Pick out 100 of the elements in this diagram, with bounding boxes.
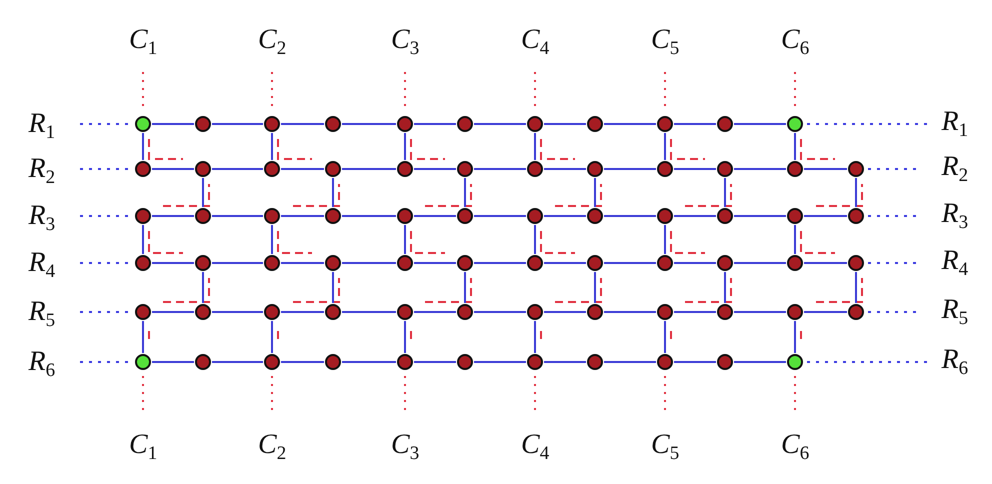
lattice-dot xyxy=(457,116,473,132)
connector-line xyxy=(674,168,716,170)
row-label: R$_{5}$ xyxy=(28,298,56,326)
connector-line xyxy=(734,262,786,264)
connector-line xyxy=(604,361,656,363)
connector-line xyxy=(342,215,396,217)
row-label: R$_{4}$ xyxy=(28,249,56,277)
connector-line xyxy=(674,262,716,264)
connector-line xyxy=(271,225,273,254)
connector-line xyxy=(534,133,536,160)
connector-line xyxy=(594,272,596,303)
row-label: R$_{2}$ xyxy=(28,155,56,183)
connector-line xyxy=(271,133,273,160)
lattice-dot xyxy=(195,116,211,132)
connector-line xyxy=(855,272,857,303)
lattice-dot xyxy=(717,208,733,224)
column-label: C$_{2}$ xyxy=(258,431,286,459)
connector-line xyxy=(474,311,526,313)
lattice-dot xyxy=(657,354,673,370)
connector-line xyxy=(544,262,586,264)
connector-line xyxy=(212,262,263,264)
connector-line xyxy=(855,178,857,207)
connector-line xyxy=(534,321,536,353)
connector-line xyxy=(152,168,194,170)
connector-line xyxy=(281,215,324,217)
connector-line xyxy=(142,225,144,254)
lattice-dot xyxy=(787,354,803,370)
connector-line xyxy=(332,272,334,303)
connector-line xyxy=(474,123,526,125)
lattice-dot xyxy=(657,304,673,320)
connector-line xyxy=(594,178,596,207)
lattice-dot xyxy=(135,116,151,132)
lattice-dot xyxy=(264,208,280,224)
row-label: R$_{6}$ xyxy=(28,348,56,376)
lattice-dot xyxy=(264,116,280,132)
lattice-dot xyxy=(587,161,603,177)
row-label: R$_{4}$ xyxy=(942,247,968,275)
connector-line xyxy=(804,215,847,217)
lattice-dot xyxy=(848,161,864,177)
connector-line xyxy=(544,168,586,170)
connector-line xyxy=(414,168,456,170)
lattice-dot xyxy=(195,161,211,177)
column-label: C$_{2}$ xyxy=(258,26,286,54)
connector-line xyxy=(281,361,324,363)
lattice-dot xyxy=(325,354,341,370)
lattice-dot xyxy=(457,304,473,320)
connector-line xyxy=(794,133,796,160)
lattice-dot xyxy=(527,304,543,320)
connector-line xyxy=(804,262,847,264)
lattice-dot xyxy=(787,304,803,320)
lattice-dot xyxy=(527,161,543,177)
connector-line xyxy=(414,262,456,264)
column-label: C$_{3}$ xyxy=(391,431,420,459)
lattice-dot xyxy=(527,208,543,224)
connector-line xyxy=(674,123,716,125)
lattice-dot xyxy=(195,255,211,271)
connector-line xyxy=(404,321,406,353)
connector-line xyxy=(674,361,716,363)
connector-line xyxy=(674,311,716,313)
lattice-dot xyxy=(587,255,603,271)
connector-line xyxy=(212,215,263,217)
lattice-dot xyxy=(787,116,803,132)
connector-line xyxy=(544,215,586,217)
lattice-dot xyxy=(457,208,473,224)
column-label: C$_{1}$ xyxy=(129,431,158,459)
lattice-dot xyxy=(135,161,151,177)
connector-line xyxy=(281,168,324,170)
connector-line xyxy=(604,262,656,264)
lattice-dot xyxy=(527,116,543,132)
connector-line xyxy=(271,321,273,353)
connector-line xyxy=(664,133,666,160)
connector-line xyxy=(281,262,324,264)
lattice-dot xyxy=(717,161,733,177)
lattice-dot xyxy=(264,161,280,177)
connector-line xyxy=(474,168,526,170)
column-label: C$_{4}$ xyxy=(521,431,550,459)
lattice-dot xyxy=(325,255,341,271)
connector-line xyxy=(544,123,586,125)
connector-line xyxy=(414,361,456,363)
connector-line xyxy=(544,361,586,363)
connector-line xyxy=(212,361,263,363)
lattice-dot xyxy=(717,354,733,370)
column-label: C$_{4}$ xyxy=(521,26,550,54)
connector-line xyxy=(281,311,324,313)
connector-line xyxy=(794,321,796,353)
column-label: C$_{1}$ xyxy=(129,26,158,54)
connector-line xyxy=(464,178,466,207)
lattice-dot xyxy=(397,354,413,370)
connector-line xyxy=(212,311,263,313)
lattice-dot xyxy=(787,161,803,177)
lattice-dot xyxy=(848,208,864,224)
connector-line xyxy=(674,215,716,217)
connector-line xyxy=(342,311,396,313)
lattice-dot xyxy=(527,354,543,370)
connector-line xyxy=(152,123,194,125)
lattice-dot xyxy=(325,116,341,132)
lattice-dot xyxy=(657,255,673,271)
lattice-dot xyxy=(787,255,803,271)
column-label: C$_{3}$ xyxy=(391,26,420,54)
row-label: R$_{3}$ xyxy=(28,202,56,230)
